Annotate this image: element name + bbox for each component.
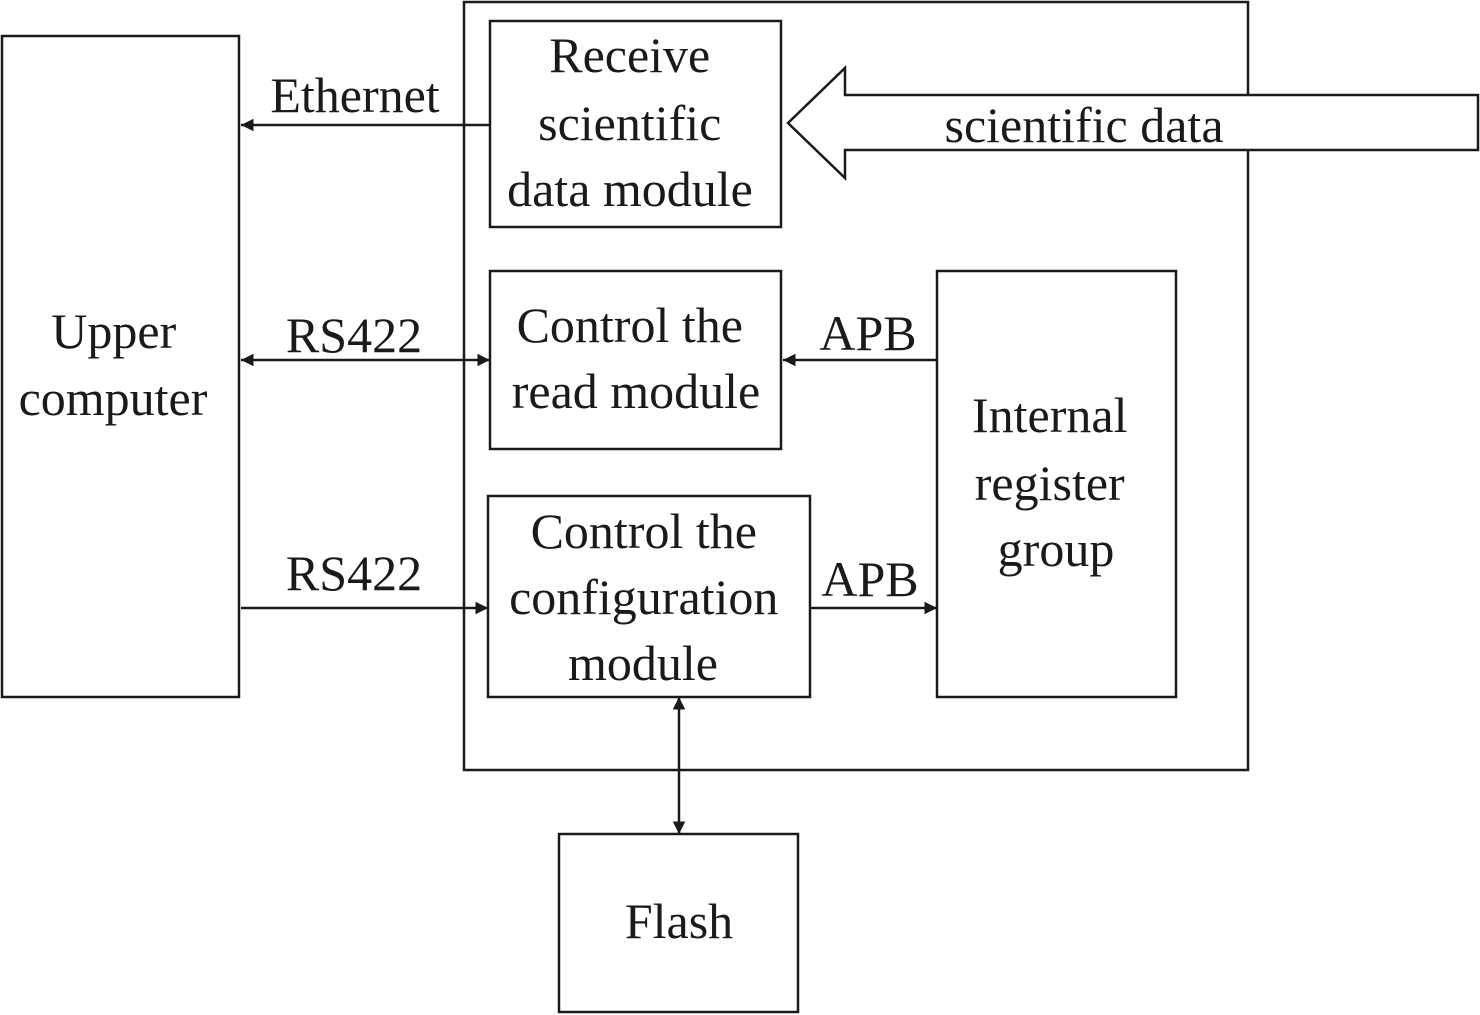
register-group-label-2: register bbox=[975, 455, 1125, 511]
rs422-read-label: RS422 bbox=[286, 307, 422, 363]
receive-module-label-2: scientific bbox=[538, 95, 721, 151]
read-module-label-2: read module bbox=[512, 363, 761, 419]
svg-text:Control the read module: Control the read module bbox=[512, 297, 761, 419]
upper-computer-label-1: Upper bbox=[51, 303, 176, 359]
ethernet-label: Ethernet bbox=[270, 67, 439, 123]
register-group-label-3: group bbox=[998, 521, 1115, 577]
flash-label: Flash bbox=[625, 893, 733, 949]
upper-computer-block: Upper computer bbox=[0, 34, 241, 699]
receive-module-block: Receive scientific data module bbox=[488, 19, 783, 229]
read-module-label-1: Control the bbox=[517, 297, 743, 353]
config-module-label-2: configuration bbox=[509, 569, 778, 625]
apb-read-label: APB bbox=[819, 305, 916, 361]
upper-computer-label-2: computer bbox=[19, 370, 208, 426]
apb-config-label: APB bbox=[821, 551, 918, 607]
rs422-config-label: RS422 bbox=[286, 545, 422, 601]
receive-module-label-3: data module bbox=[507, 161, 753, 217]
svg-text:Receive scientific: Receive scientific data module bbox=[507, 27, 753, 217]
config-module-label-3: module bbox=[568, 635, 718, 691]
register-group-label-1: Internal bbox=[972, 387, 1127, 443]
receive-module-label-1: Receive bbox=[549, 27, 710, 83]
scientific-data-arrow bbox=[786, 65, 1480, 181]
scientific-data-label: scientific data bbox=[944, 97, 1223, 153]
svg-text:Flash: Flash bbox=[625, 893, 733, 949]
config-module-label-1: Control the bbox=[531, 503, 757, 559]
register-group-block: Internal register group bbox=[935, 269, 1178, 699]
read-module-block: Control the read module bbox=[488, 269, 783, 451]
flash-block: Flash bbox=[557, 832, 800, 1014]
svg-text:Upper computer: Upper computer bbox=[19, 303, 208, 426]
svg-text:Control the configuratio: Control the configuration module bbox=[509, 503, 791, 691]
config-module-block: Control the configuration module bbox=[486, 494, 812, 699]
svg-text:Internal register: Internal register group bbox=[972, 387, 1140, 577]
